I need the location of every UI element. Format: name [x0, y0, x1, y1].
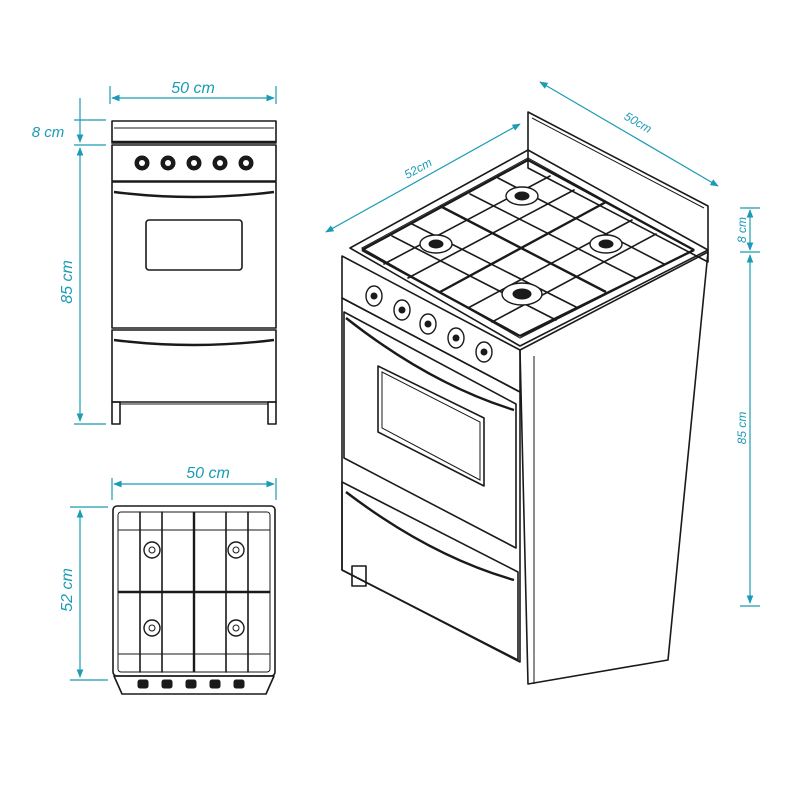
top-width-dimension: 50 cm — [111, 465, 277, 500]
iso-body-height-label: 85 cm — [735, 412, 749, 445]
top-knobs — [137, 679, 245, 689]
front-knobs — [134, 155, 254, 171]
front-body-height-label: 85 cm — [59, 260, 76, 304]
front-view: 50 cm 8 cm 85 cm — [32, 80, 277, 425]
top-depth-dimension: 52 cm — [59, 506, 108, 681]
front-top-height-label: 8 cm — [32, 124, 65, 141]
iso-stove-drawing — [341, 111, 709, 685]
top-stove-drawing — [112, 505, 276, 695]
front-height-dimensions: 8 cm 85 cm — [32, 98, 106, 425]
front-stove-drawing — [111, 120, 277, 425]
iso-depth-label: 52cm — [402, 155, 434, 181]
top-burners — [143, 541, 245, 637]
iso-width-dimension: 50cm — [539, 81, 719, 187]
iso-width-label: 50cm — [622, 109, 654, 136]
iso-knobs — [365, 285, 493, 363]
iso-burners — [419, 186, 623, 306]
iso-top-height-label: 8 cm — [735, 217, 749, 243]
top-width-label: 50 cm — [186, 465, 230, 482]
front-width-label: 50 cm — [171, 80, 215, 97]
top-depth-label: 52 cm — [59, 568, 76, 612]
front-width-dimension: 50 cm — [109, 80, 277, 104]
iso-height-dimensions: 8 cm 85 cm — [735, 207, 760, 607]
top-view: 50 cm 52 cm — [59, 465, 277, 695]
iso-view: 52cm 50cm 8 cm 85 cm — [325, 81, 760, 685]
iso-grates — [361, 158, 695, 338]
